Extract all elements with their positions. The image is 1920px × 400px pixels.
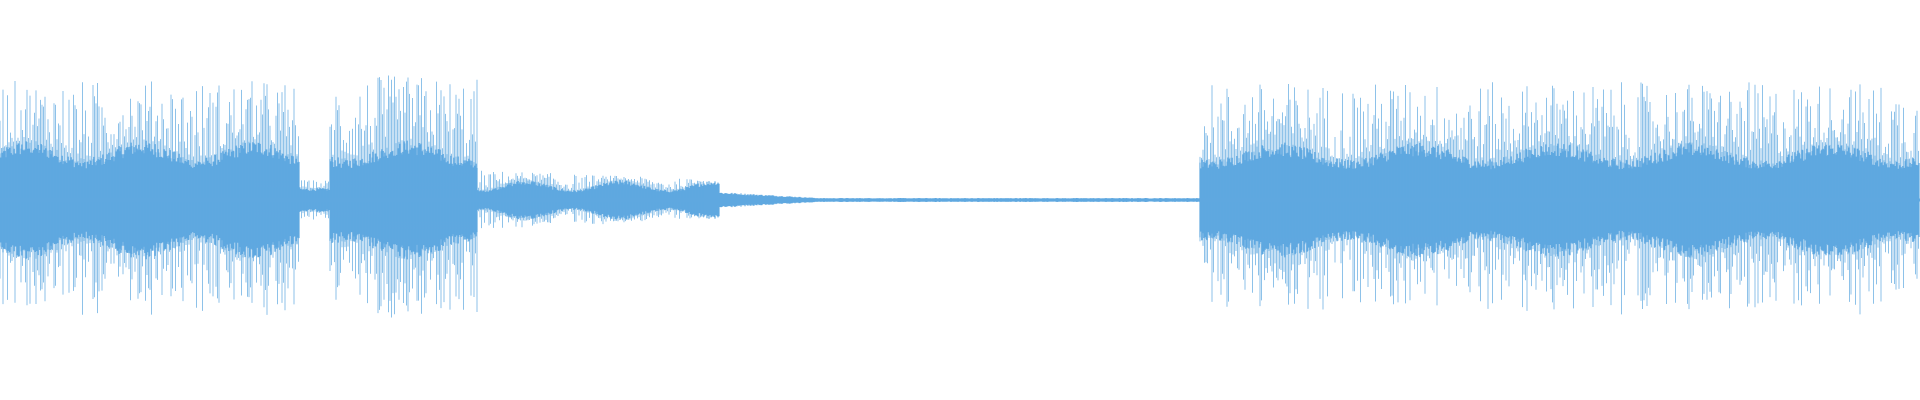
waveform-bars <box>0 75 1920 318</box>
waveform-peaks <box>0 75 1919 318</box>
